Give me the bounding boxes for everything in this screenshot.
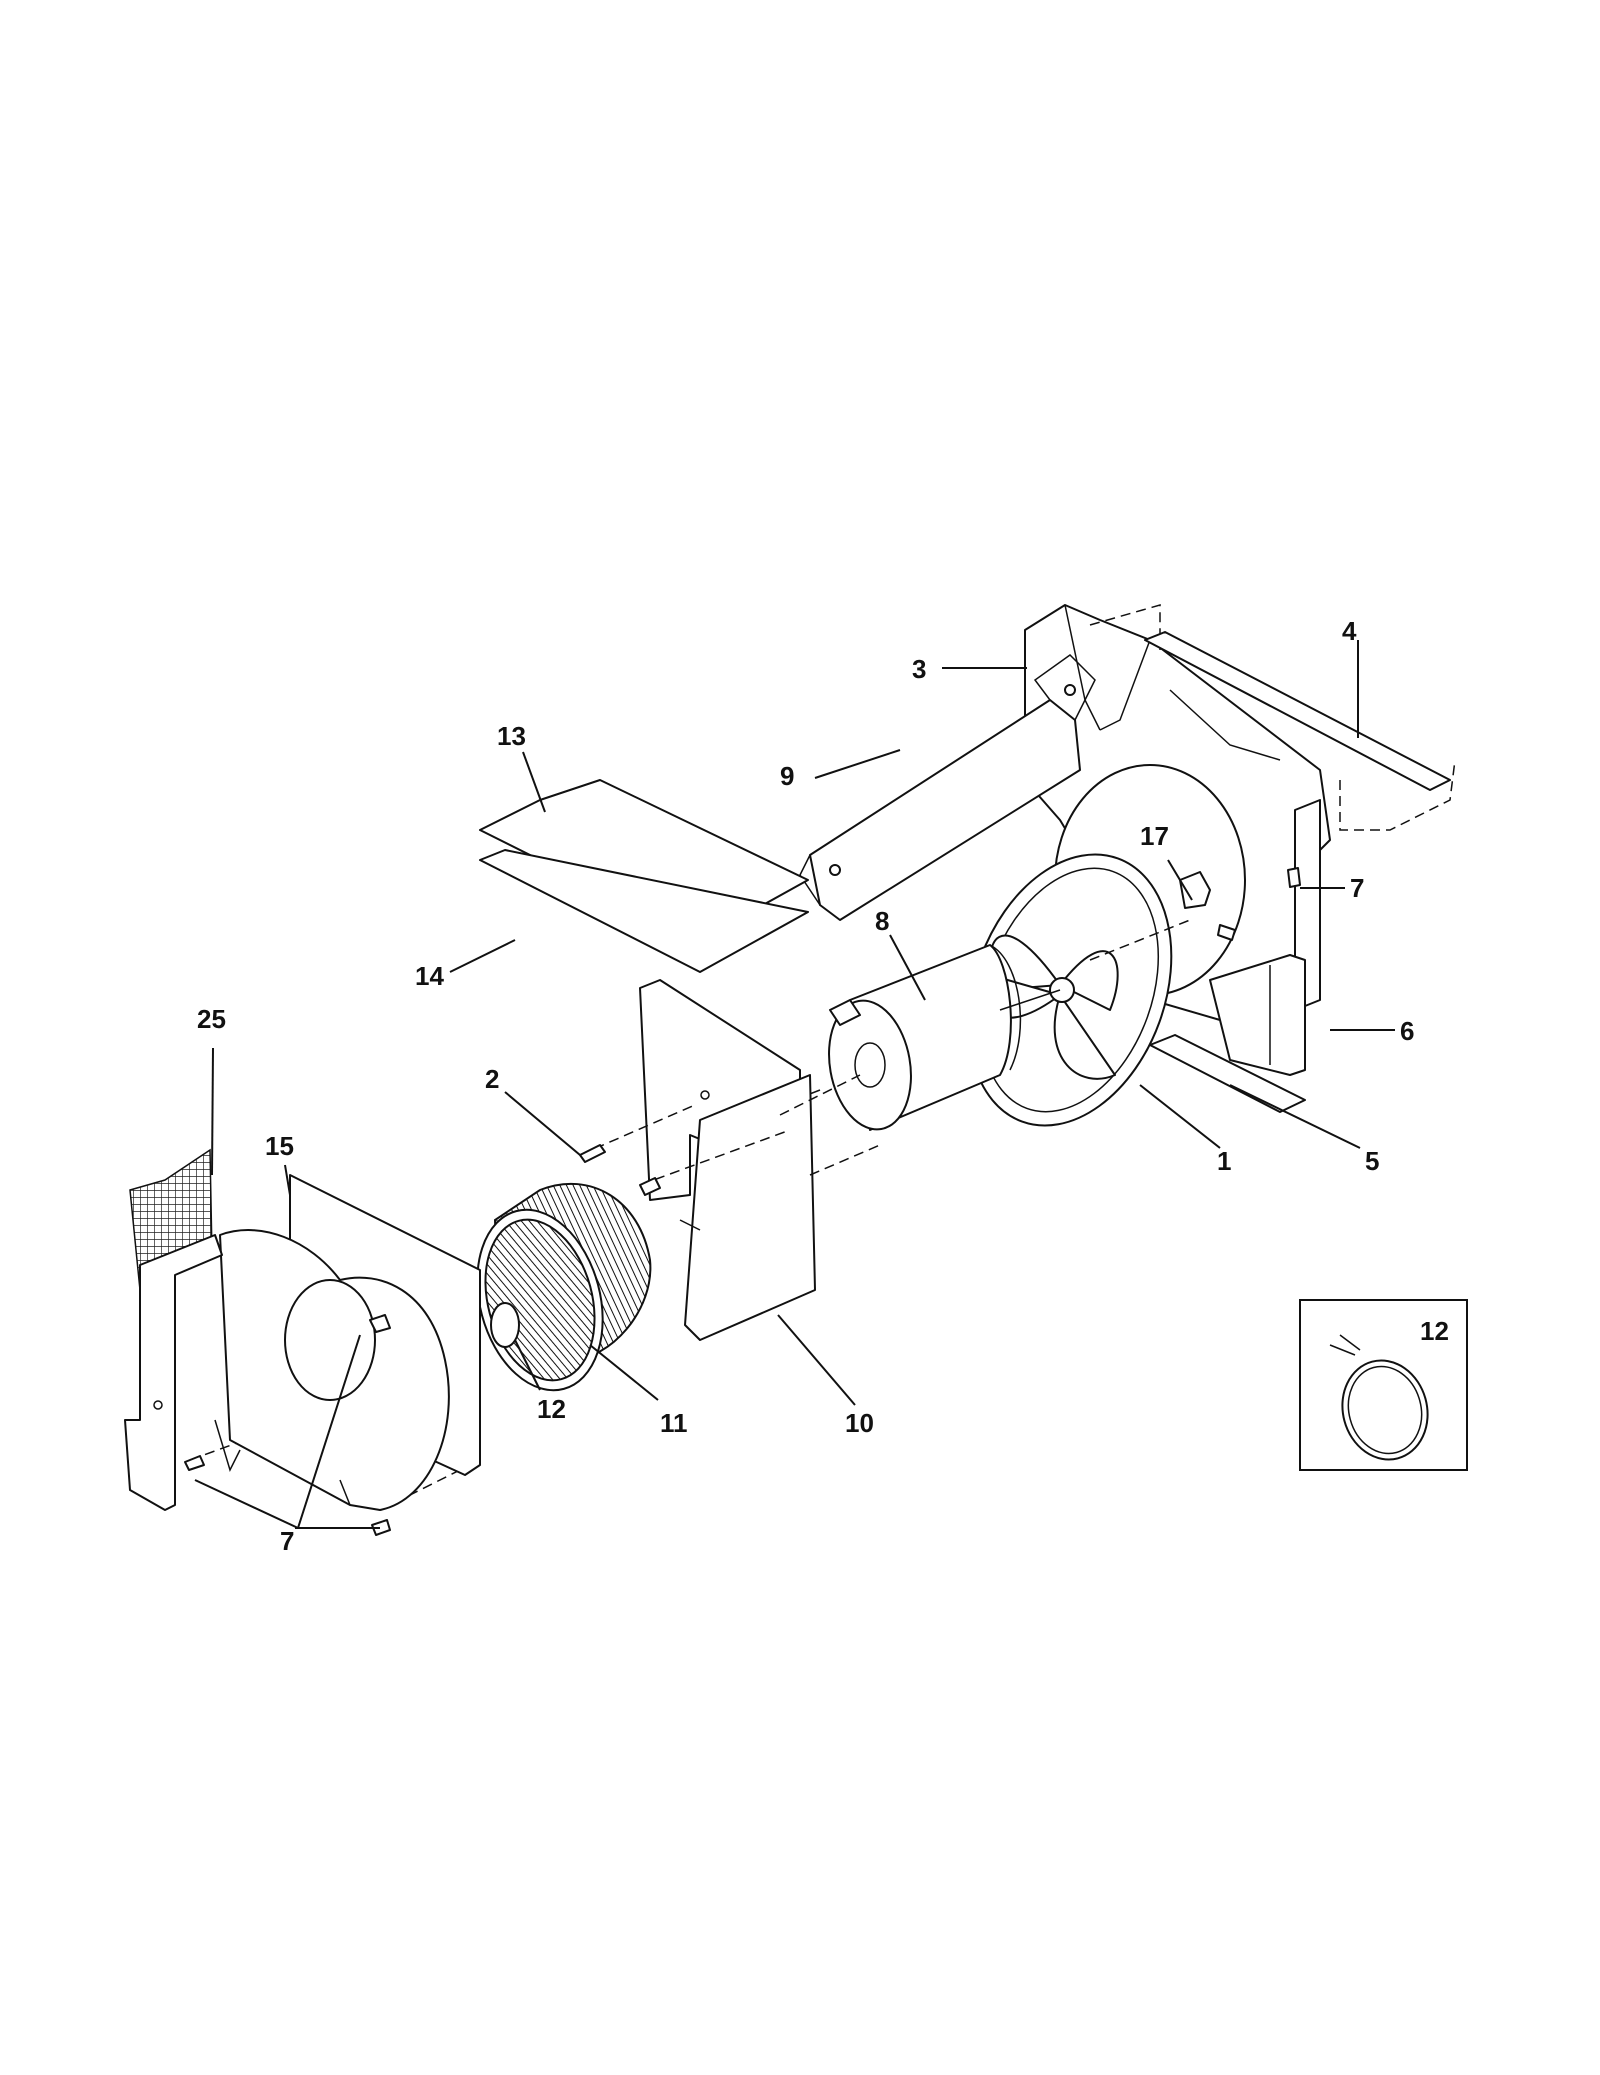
callout-9: 9 — [780, 761, 794, 791]
callout-15: 15 — [265, 1131, 294, 1161]
callout-12-inset: 12 — [1420, 1316, 1449, 1346]
leader-lines — [194, 640, 1395, 1529]
motor-mount — [639, 979, 816, 1341]
callout-8: 8 — [875, 906, 889, 936]
callout-10: 10 — [845, 1408, 874, 1438]
callout-5: 5 — [1365, 1146, 1379, 1176]
bracket — [799, 654, 1096, 921]
callout-3: 3 — [912, 654, 926, 684]
clip — [1179, 871, 1236, 941]
inset-box — [1299, 1299, 1468, 1471]
callout-11: 11 — [660, 1408, 688, 1438]
callout-4: 4 — [1342, 616, 1357, 646]
filter-sheet-bottom — [479, 849, 809, 973]
callout-25: 25 — [197, 1004, 226, 1034]
callout-labels: 3 4 9 13 14 8 17 7 6 5 1 2 10 11 12 15 2… — [197, 616, 1449, 1556]
clamp — [490, 1302, 520, 1348]
callout-1: 1 — [1217, 1146, 1231, 1176]
callout-7-bottom: 7 — [280, 1526, 294, 1556]
callout-14: 14 — [415, 961, 444, 991]
side-bracket — [1209, 954, 1306, 1076]
motor — [729, 944, 1061, 1131]
callout-7-right: 7 — [1350, 873, 1364, 903]
fan-blade — [967, 853, 1173, 1127]
blower-housing — [214, 1174, 481, 1511]
callout-6: 6 — [1400, 1016, 1414, 1046]
screw — [579, 1144, 661, 1196]
base-strip — [1149, 1034, 1306, 1113]
callout-12: 12 — [537, 1394, 566, 1424]
screw-set — [184, 867, 1301, 1536]
callout-2: 2 — [485, 1064, 499, 1094]
callout-17: 17 — [1140, 821, 1169, 851]
callout-13: 13 — [497, 721, 526, 751]
mounting-rail — [1144, 631, 1456, 831]
mesh-screen — [124, 1148, 223, 1511]
